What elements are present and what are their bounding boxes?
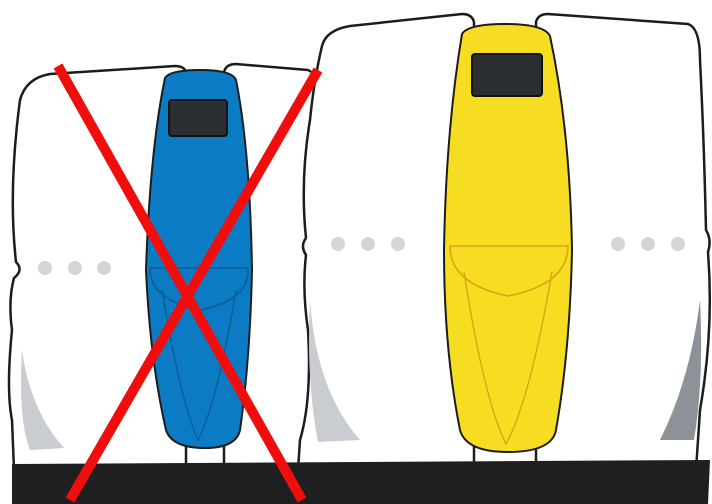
left-unit	[9, 64, 318, 470]
left-unit-dot	[97, 261, 111, 275]
right-unit-dot	[671, 237, 685, 251]
right-unit-dot	[611, 237, 625, 251]
right-unit-window	[472, 54, 542, 96]
base-bar	[12, 460, 710, 504]
right-unit-dot	[331, 237, 345, 251]
right-unit-dot	[361, 237, 375, 251]
right-unit	[298, 14, 710, 470]
right-unit-dot	[641, 237, 655, 251]
left-unit-window	[169, 100, 227, 136]
left-unit-dot	[68, 261, 82, 275]
left-unit-dot	[38, 261, 52, 275]
right-unit-dot	[391, 237, 405, 251]
